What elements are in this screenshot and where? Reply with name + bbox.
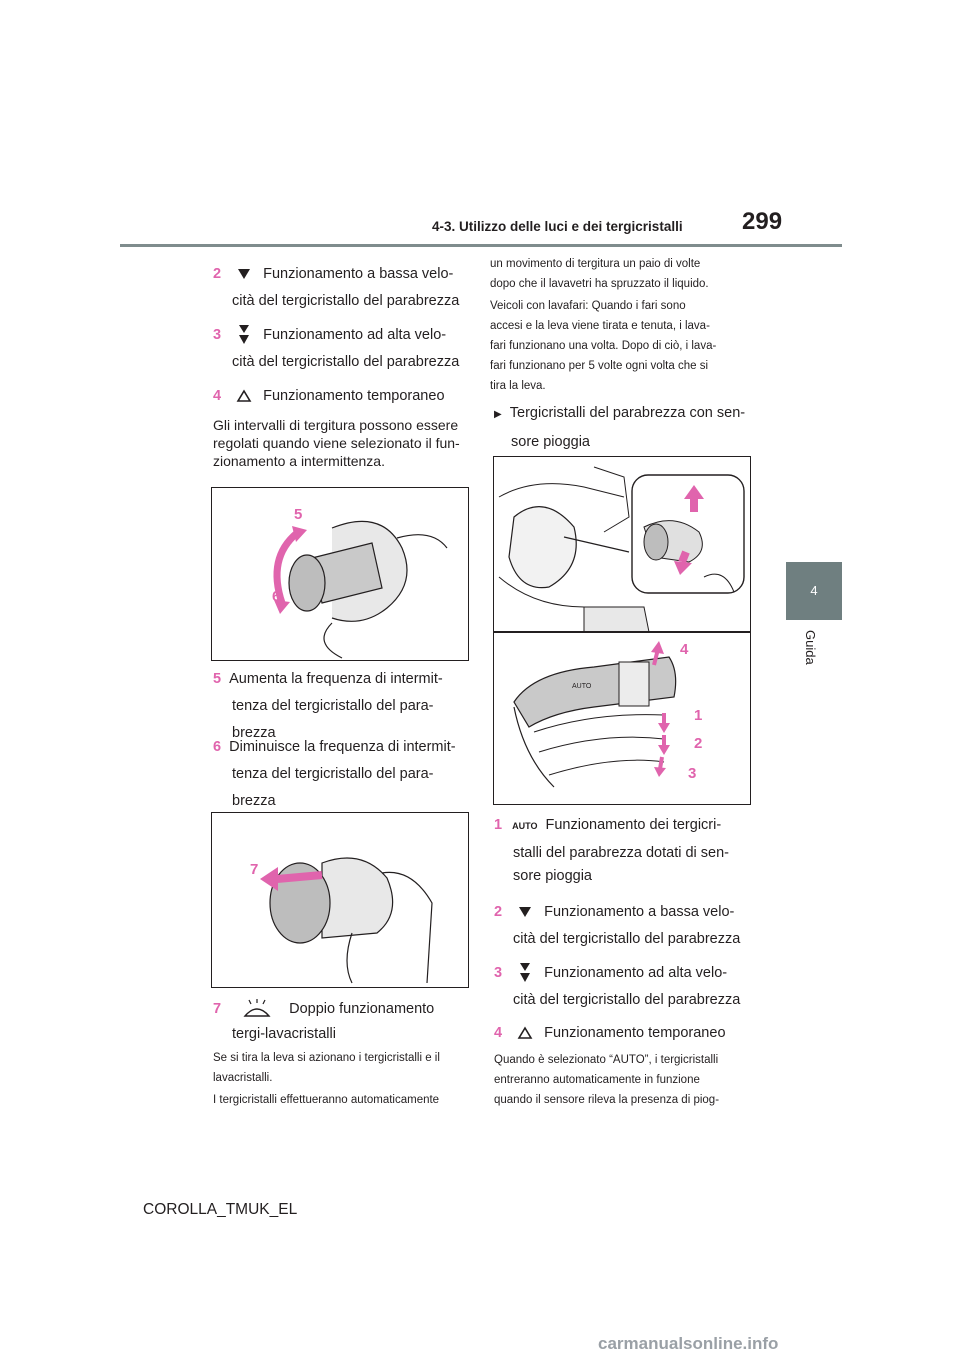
figure-label-6: 6 <box>272 588 281 605</box>
header-rule <box>120 244 842 247</box>
text-line: I tergicristalli effettueranno automatic… <box>213 1094 440 1106</box>
item-number: 4 <box>213 388 222 404</box>
text-line: Se si tira la leva si azionano i tergicr… <box>213 1052 440 1064</box>
text-line: regolati quando viene selezionato il fun… <box>213 435 460 451</box>
item-text: brezza <box>232 725 276 741</box>
item-text: tenza del tergicristallo del para- <box>232 698 434 714</box>
left-note-1: Se si tira la leva si azionano i tergicr… <box>213 1048 440 1088</box>
figure-wiper-interval: 5 6 <box>211 487 469 661</box>
chapter-label-text: Guida <box>803 630 818 665</box>
text-line: Gli intervalli di tergitura possono esse… <box>213 417 459 433</box>
item-number: 3 <box>494 964 503 981</box>
subheading-rain-sensor: ▶ Tergicristalli del parabrezza con sen-… <box>494 404 745 451</box>
item-text: Funzionamento ad alta velo- <box>544 964 728 981</box>
item-number: 3 <box>213 326 222 343</box>
item-text: Funzionamento temporaneo <box>544 1025 726 1041</box>
figure-3-illustration <box>494 466 750 788</box>
right-item-2: 2 Funzionamento a bassa velo- <box>494 903 734 921</box>
page-number: 299 <box>742 208 783 235</box>
item-number: 4 <box>494 1025 503 1041</box>
section-title: 4-3. Utilizzo delle luci e dei tergicris… <box>432 219 683 234</box>
item-text: tenza del tergicristallo del para- <box>232 766 434 782</box>
item-text: Doppio funzionamento <box>289 1000 435 1017</box>
left-item-3-line2: cità del tergicristallo del parabrezza <box>232 354 460 370</box>
text-line: lavacristalli. <box>213 1072 273 1084</box>
right-item-1-line2: stalli del parabrezza dotati di sen- <box>513 845 730 861</box>
text-line: fari funzionano una volta. Dopo di ciò, … <box>490 340 717 352</box>
figure-label-4: 4 <box>680 641 689 658</box>
right-item-2-line2: cità del tergicristallo del parabrezza <box>513 931 741 947</box>
wiper-high-icon <box>520 963 531 982</box>
subheading-text: sore pioggia <box>511 434 590 450</box>
left-paragraph: Gli intervalli di tergitura possono esse… <box>213 416 460 470</box>
figure-label-1: 1 <box>694 707 703 724</box>
left-item-7: 7 Doppio funzionamento <box>213 998 434 1020</box>
left-item-2: 2 Funzionamento a bassa velo- <box>213 265 453 283</box>
text-line: fari funzionano per 5 volte ogni volta c… <box>490 360 708 372</box>
wiper-mist-icon <box>236 389 252 402</box>
right-item-4: 4 Funzionamento temporaneo <box>494 1024 726 1042</box>
item-text: Funzionamento dei tergicri- <box>545 817 722 833</box>
wiper-high-icon <box>239 325 250 344</box>
left-note-2: I tergicristalli effettueranno automatic… <box>213 1090 439 1110</box>
text-line: tira la leva. <box>490 380 546 392</box>
lever-auto-text: AUTO <box>572 683 592 690</box>
right-item-3-line2: cità del tergicristallo del parabrezza <box>513 992 741 1008</box>
figure-2-illustration <box>260 857 433 984</box>
text-line: accesi e la leva viene tirata e tenuta, … <box>490 320 710 332</box>
figure-label-7: 7 <box>250 861 259 878</box>
figure-label-2: 2 <box>694 735 703 752</box>
text-line: zionamento a intermittenza. <box>213 453 385 469</box>
text-line: entreranno automaticamente in funzione <box>494 1074 700 1086</box>
wiper-low-icon <box>238 269 251 280</box>
item-text: Funzionamento ad alta velo- <box>263 326 447 343</box>
left-item-5: 5 Aumenta la frequenza di intermit- tenz… <box>213 670 443 742</box>
text-line: un movimento di tergitura un paio di vol… <box>490 258 701 270</box>
item-number: 2 <box>494 904 503 920</box>
watermark: carmanualsonline.info <box>598 1334 779 1353</box>
right-note-auto: Quando è selezionato “AUTO”, i tergicris… <box>494 1050 719 1110</box>
item-number: 5 <box>213 671 222 687</box>
item-number: 2 <box>213 266 222 282</box>
chapter-tab: 4 <box>786 562 842 620</box>
text-line: Quando è selezionato “AUTO”, i tergicris… <box>494 1054 719 1066</box>
right-item-1-line3: sore pioggia <box>513 868 592 884</box>
item-number: 1 <box>494 817 503 833</box>
item-text: Aumenta la frequenza di intermit- <box>229 671 443 687</box>
text-line: quando il sensore rileva la presenza di … <box>494 1094 720 1106</box>
subheading-text: Tergicristalli del parabrezza con sen- <box>509 405 746 421</box>
text-line: dopo che il lavavetri ha spruzzato il li… <box>490 278 709 290</box>
item-text: Funzionamento temporaneo <box>263 388 445 404</box>
item-number: 6 <box>213 739 222 755</box>
figure-rain-sensor: AUTO 4 1 2 3 <box>493 456 751 805</box>
figure-label-3: 3 <box>688 765 697 782</box>
left-item-2-line2: cità del tergicristallo del parabrezza <box>232 293 460 309</box>
document-code: COROLLA_TMUK_EL <box>143 1201 298 1218</box>
right-note-cont: un movimento di tergitura un paio di vol… <box>490 254 709 294</box>
item-number: 7 <box>213 1000 222 1017</box>
figure-1-illustration <box>273 520 448 659</box>
triangle-bullet-icon: ▶ <box>494 409 502 420</box>
chapter-label: Guida <box>800 630 822 710</box>
item-text: Diminuisce la frequenza di intermit- <box>229 739 456 755</box>
wiper-low-icon <box>519 907 532 918</box>
right-item-3: 3 Funzionamento ad alta velo- <box>494 962 727 984</box>
item-text: Funzionamento a bassa velo- <box>263 266 454 282</box>
item-text: Funzionamento a bassa velo- <box>544 904 735 920</box>
washer-icon <box>243 999 271 1017</box>
right-item-1: 1 AUTO Funzionamento dei tergicri- <box>494 816 721 835</box>
wiper-mist-icon <box>517 1026 533 1039</box>
left-item-3: 3 Funzionamento ad alta velo- <box>213 324 446 346</box>
left-item-4: 4 Funzionamento temporaneo <box>213 387 445 405</box>
left-item-7-line2: tergi-lavacristalli <box>232 1026 336 1042</box>
auto-icon: AUTO <box>512 821 538 831</box>
right-note-vehicles: Veicoli con lavafari: Quando i fari sono… <box>490 296 716 396</box>
figure-label-5: 5 <box>294 506 303 523</box>
text-line: Veicoli con lavafari: Quando i fari sono <box>490 300 686 312</box>
figure-washer: 7 <box>211 812 469 988</box>
item-text: brezza <box>232 793 276 809</box>
left-item-6: 6 Diminuisce la frequenza di intermit- t… <box>213 738 456 810</box>
